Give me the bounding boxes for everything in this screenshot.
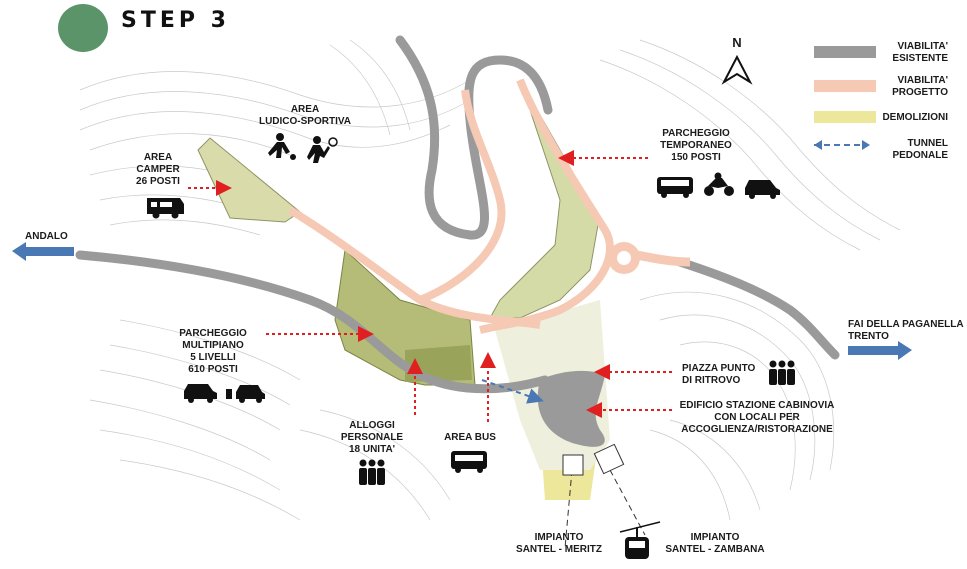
terrain-contours <box>79 39 901 521</box>
step-badge <box>58 4 108 52</box>
gondola-icon <box>619 521 661 559</box>
existing-road-main <box>75 250 550 394</box>
people-group-icon <box>769 360 795 385</box>
car-icon <box>745 180 780 199</box>
legend-swatch-project <box>814 80 876 92</box>
people-group-icon <box>359 459 385 485</box>
legend-label-existing: VIABILITA'ESISTENTE <box>892 41 948 64</box>
electric-car-icon <box>226 385 265 403</box>
gondola-lines <box>564 469 646 549</box>
car-icon <box>184 384 217 403</box>
existing-road-east <box>675 257 840 360</box>
camper-icon <box>147 198 184 219</box>
label-area-bus: AREA BUS <box>444 432 496 443</box>
direction-label-andalo: ANDALO <box>25 231 68 242</box>
legend-label-project: VIABILITA'PROGETTO <box>892 75 948 98</box>
legend-label-demolition: DEMOLIZIONI <box>882 112 948 123</box>
bus-icon <box>657 177 693 198</box>
gondola-station-zambana <box>593 443 625 475</box>
tunnel-path <box>481 379 544 404</box>
annotation-arrows <box>188 150 672 422</box>
compass-label: N <box>732 35 742 50</box>
motorcycle-icon <box>704 172 734 196</box>
station-building <box>537 370 605 447</box>
gondola-station-meritz <box>562 454 584 476</box>
north-arrow-icon <box>721 54 753 85</box>
bus-icon <box>451 451 487 473</box>
project-road-2 <box>418 89 506 304</box>
soccer-player-icon <box>268 133 296 160</box>
arrow-andalo <box>12 242 74 261</box>
existing-road-serpentine <box>395 35 553 240</box>
tennis-player-icon <box>307 136 338 163</box>
camper-area <box>197 137 301 223</box>
legend-swatch-existing <box>814 46 876 58</box>
arrow-trento <box>848 341 912 360</box>
page-title: STEP 3 <box>121 8 230 33</box>
legend-swatch-demolition <box>814 111 876 123</box>
